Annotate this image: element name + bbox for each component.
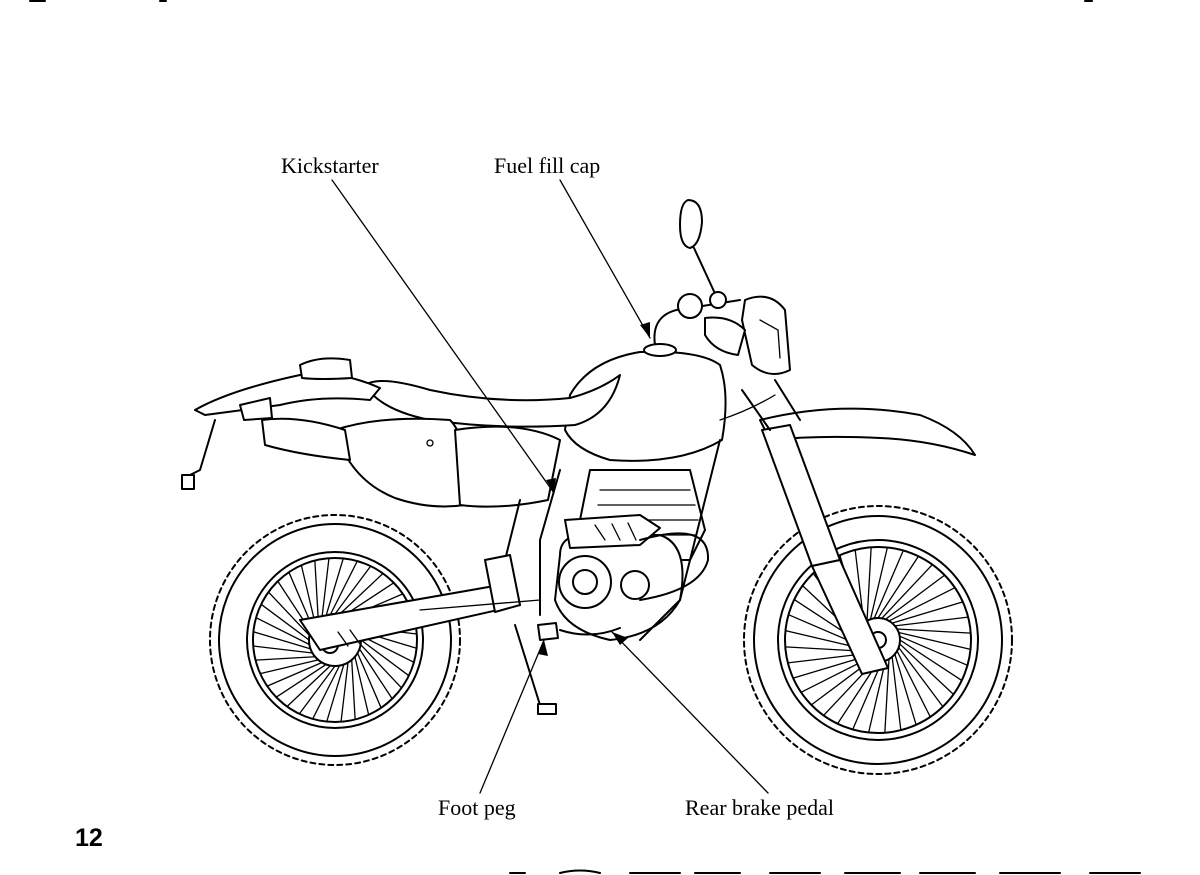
wheel-spoke bbox=[266, 661, 323, 687]
wheel-spoke bbox=[351, 659, 356, 721]
headlight-cowl bbox=[741, 295, 791, 375]
exhaust-pipe bbox=[639, 532, 710, 601]
wheel-spoke bbox=[888, 587, 956, 622]
foot-peg bbox=[537, 622, 559, 641]
wheel-spoke bbox=[894, 653, 917, 726]
wheel-spoke bbox=[358, 648, 393, 700]
wheel-spoke bbox=[312, 664, 341, 720]
wheel-spoke bbox=[873, 549, 904, 619]
fuel-fill-cap bbox=[643, 343, 677, 357]
wheel-spoke bbox=[340, 661, 349, 723]
wheel-spoke bbox=[260, 603, 310, 641]
wheel-spoke bbox=[255, 617, 311, 646]
wheel-spoke bbox=[354, 656, 370, 716]
rear-brake-pedal-leader bbox=[611, 631, 769, 794]
wheel-spoke bbox=[334, 565, 372, 615]
wheel-spoke bbox=[252, 645, 314, 654]
wheel-spoke bbox=[899, 643, 955, 696]
wheel-spoke bbox=[896, 628, 972, 634]
front-fender bbox=[759, 407, 976, 456]
fuel-fill-cap-label: Fuel fill cap bbox=[494, 153, 601, 178]
wheel-spoke bbox=[321, 557, 330, 619]
wheel-spoke bbox=[252, 631, 312, 650]
foot-peg-label: Foot peg bbox=[438, 795, 516, 820]
callout-arrowheads bbox=[538, 322, 650, 656]
wheel-spoke bbox=[867, 660, 887, 734]
page-number: 12 bbox=[75, 824, 103, 852]
front-fork bbox=[741, 379, 889, 675]
wheel-spoke bbox=[784, 646, 860, 652]
wheel-spoke bbox=[254, 656, 316, 661]
rear-fender bbox=[194, 372, 381, 416]
wheel-spoke bbox=[881, 563, 934, 619]
wheel-spoke bbox=[896, 650, 931, 718]
foot-peg-leader bbox=[479, 639, 545, 794]
wheel-spoke bbox=[852, 661, 883, 731]
wheel-spoke bbox=[329, 560, 358, 616]
wheel-spoke bbox=[787, 653, 862, 664]
kickstarter-leader bbox=[331, 179, 555, 494]
fuel-tank bbox=[564, 350, 727, 462]
wheel-spoke bbox=[869, 546, 889, 620]
wheel-spoke bbox=[275, 663, 327, 698]
wheel-spoke bbox=[259, 659, 319, 675]
wheel-spoke bbox=[898, 646, 944, 708]
handlebar-mirror bbox=[653, 199, 746, 356]
wheel-spoke bbox=[300, 564, 316, 624]
wheel-spoke bbox=[898, 631, 972, 651]
wheel-spoke bbox=[877, 555, 920, 619]
wheel-spoke bbox=[356, 652, 382, 709]
frame bbox=[504, 394, 776, 641]
wheel-spoke bbox=[884, 574, 946, 620]
wheel-spoke bbox=[899, 635, 969, 666]
wheel-spoke bbox=[784, 629, 858, 649]
rear-brake-pedal-label: Rear brake pedal bbox=[685, 795, 835, 820]
wheel-spoke bbox=[800, 658, 868, 693]
fuel-fill-cap-leader bbox=[559, 179, 651, 339]
wheel-spoke bbox=[899, 639, 963, 682]
wheel-spoke bbox=[359, 634, 415, 663]
wheel-spoke bbox=[298, 665, 336, 715]
front-wheel-spokes bbox=[784, 546, 972, 734]
wheel-spoke bbox=[286, 664, 332, 708]
rear-brake-pedal bbox=[559, 627, 621, 636]
wheel-spoke bbox=[891, 656, 902, 731]
rear-wheel bbox=[209, 514, 461, 766]
wheel-spoke bbox=[360, 639, 410, 677]
wheel-spoke bbox=[884, 658, 890, 734]
wheel-spoke bbox=[314, 559, 319, 621]
engine bbox=[554, 469, 706, 641]
front-wheel bbox=[743, 505, 1013, 775]
wheel-spoke bbox=[326, 663, 345, 723]
wheel-spoke bbox=[891, 601, 964, 624]
bottom-edge-marks bbox=[509, 869, 1141, 874]
side-cover bbox=[334, 417, 467, 508]
callout-leaders bbox=[331, 179, 769, 794]
wheel-spoke bbox=[338, 572, 384, 616]
kickstarter-label: Kickstarter bbox=[281, 153, 379, 178]
muffler bbox=[261, 417, 351, 461]
wheel-spoke bbox=[792, 656, 865, 679]
wheel-spoke bbox=[267, 591, 311, 637]
wheel-spoke bbox=[894, 616, 969, 627]
wheel-spoke bbox=[359, 643, 403, 689]
wheel-spoke bbox=[866, 546, 872, 622]
wheel-spoke bbox=[325, 557, 344, 617]
